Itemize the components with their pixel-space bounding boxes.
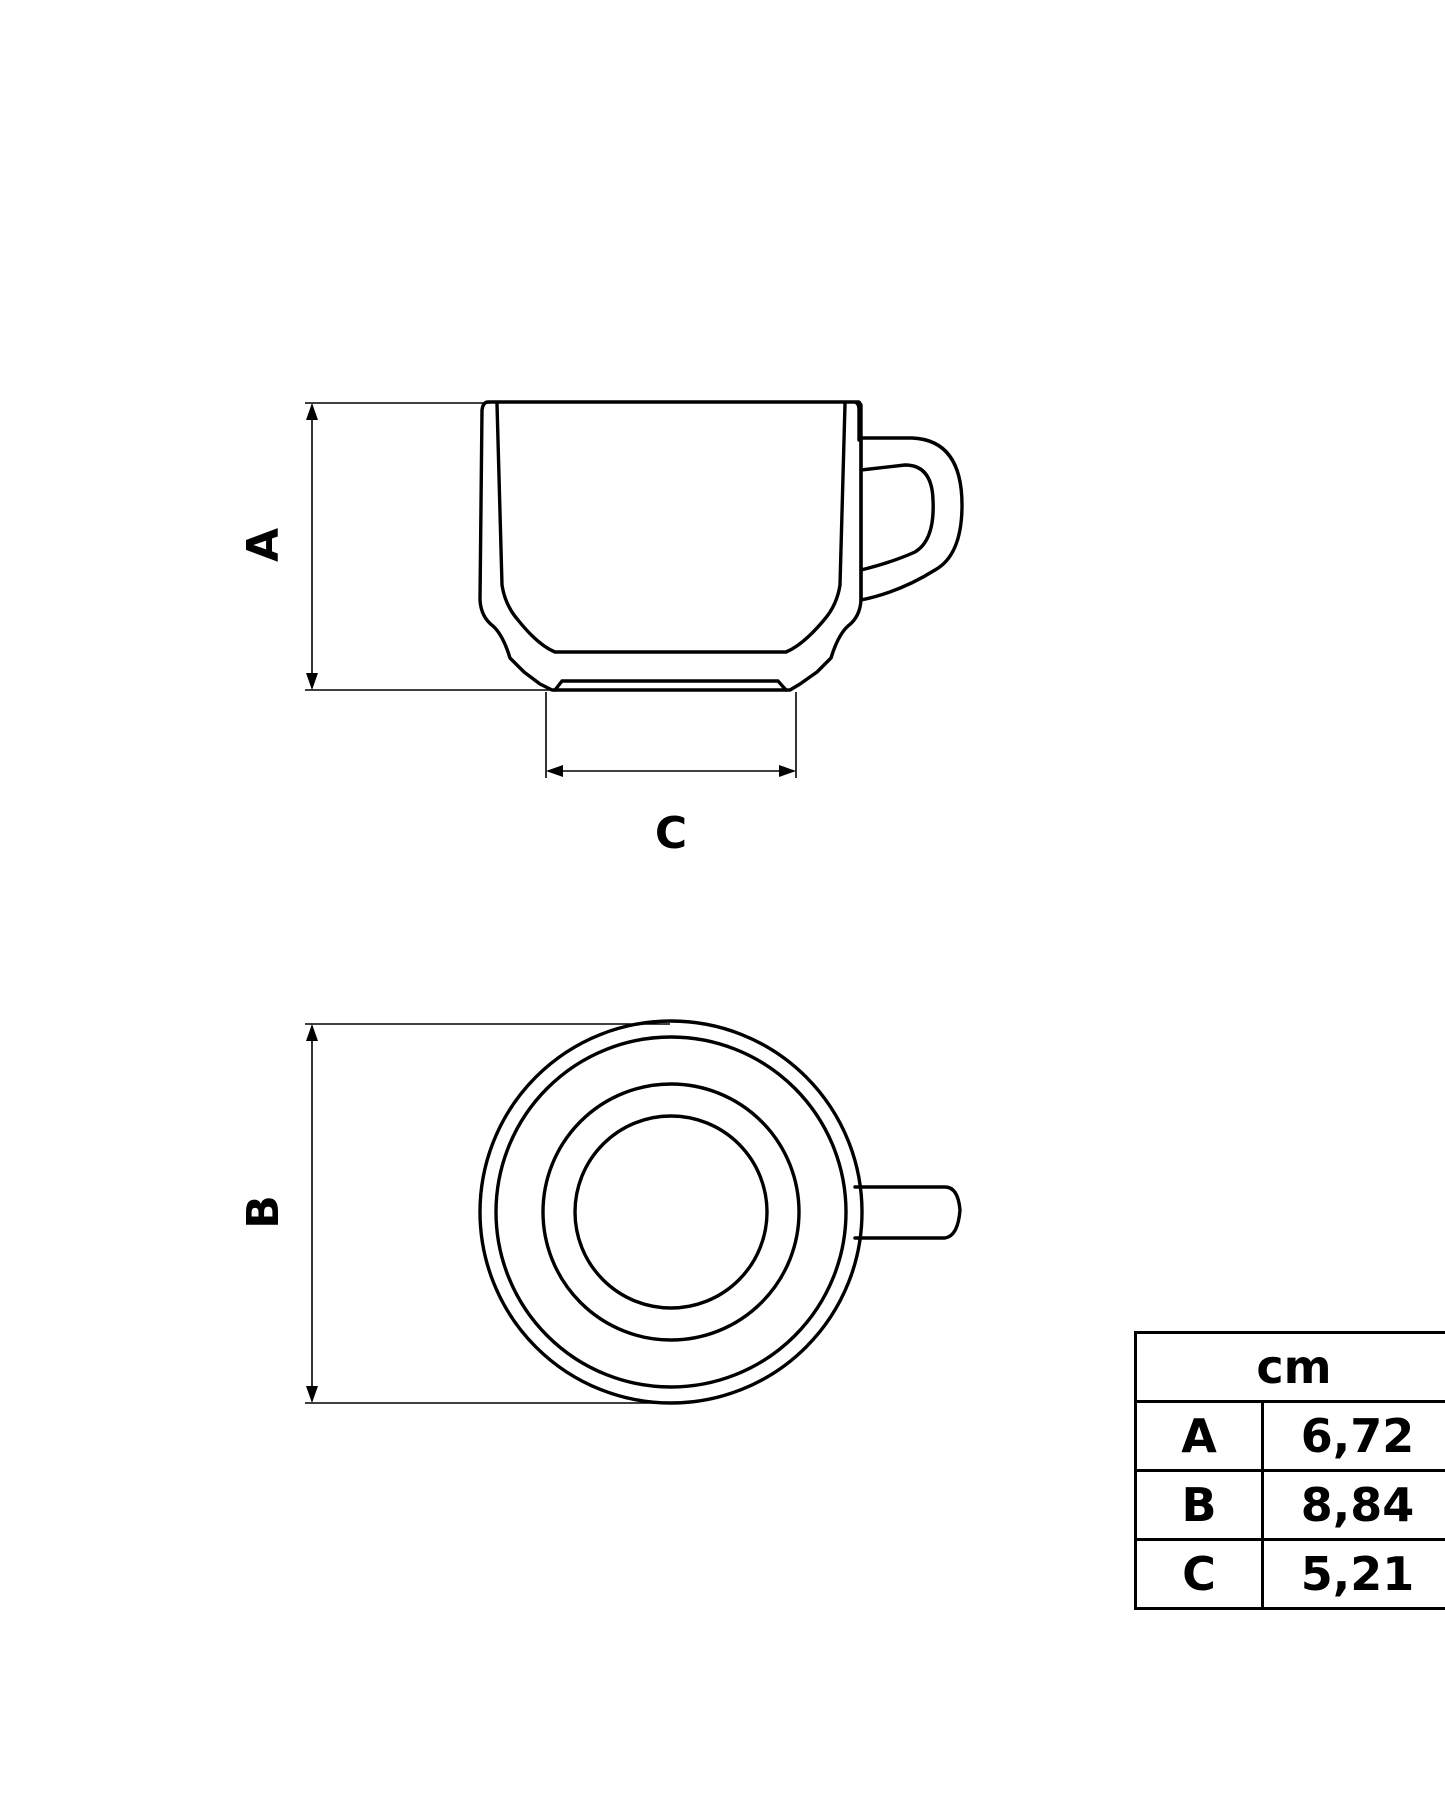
dimension-a-label: A: [238, 528, 289, 562]
dimension-c-arrow-right: [779, 765, 796, 777]
dimension-c-label: C: [655, 808, 687, 859]
table-row: B 8,84: [1134, 1469, 1445, 1541]
row-value-b: 8,84: [1261, 1469, 1445, 1541]
cup-foot: [553, 679, 788, 692]
dimension-a-arrow-top: [306, 403, 318, 420]
handle-mask: [850, 1189, 856, 1236]
cup-bottom-outer: [541, 1082, 801, 1342]
row-key-c: C: [1134, 1538, 1264, 1610]
dimension-a-arrow-bottom: [306, 673, 318, 690]
row-value-c: 5,21: [1261, 1538, 1445, 1610]
cup-bottom-inner: [573, 1114, 769, 1310]
cup-handle: [859, 436, 964, 602]
row-value-a: 6,72: [1261, 1400, 1445, 1472]
dimensions-table: cm A 6,72 B 8,84 C 5,21: [1134, 1331, 1445, 1610]
dimension-c-arrow-left: [546, 765, 563, 777]
unit-header: cm: [1134, 1331, 1445, 1403]
cup-body-outline: [478, 400, 863, 692]
dimension-b-label: B: [238, 1195, 289, 1229]
row-key-b: B: [1134, 1469, 1264, 1541]
table-row: C 5,21: [1134, 1538, 1445, 1610]
dimensions-table-header: cm: [1134, 1331, 1445, 1403]
dimension-b-arrow-bottom: [306, 1386, 318, 1403]
cup-side-view: A C: [238, 400, 964, 859]
row-key-a: A: [1134, 1400, 1264, 1472]
cup-rim-inner: [494, 1035, 848, 1389]
cup-top-view: B: [238, 1019, 962, 1405]
table-row: A 6,72: [1134, 1400, 1445, 1472]
cup-inner-outline: [495, 402, 847, 654]
cup-rim-outer: [478, 1019, 864, 1405]
dimension-b-arrow-top: [306, 1024, 318, 1041]
cup-handle-top: [853, 1185, 962, 1240]
cup-handle-inner: [859, 463, 935, 572]
